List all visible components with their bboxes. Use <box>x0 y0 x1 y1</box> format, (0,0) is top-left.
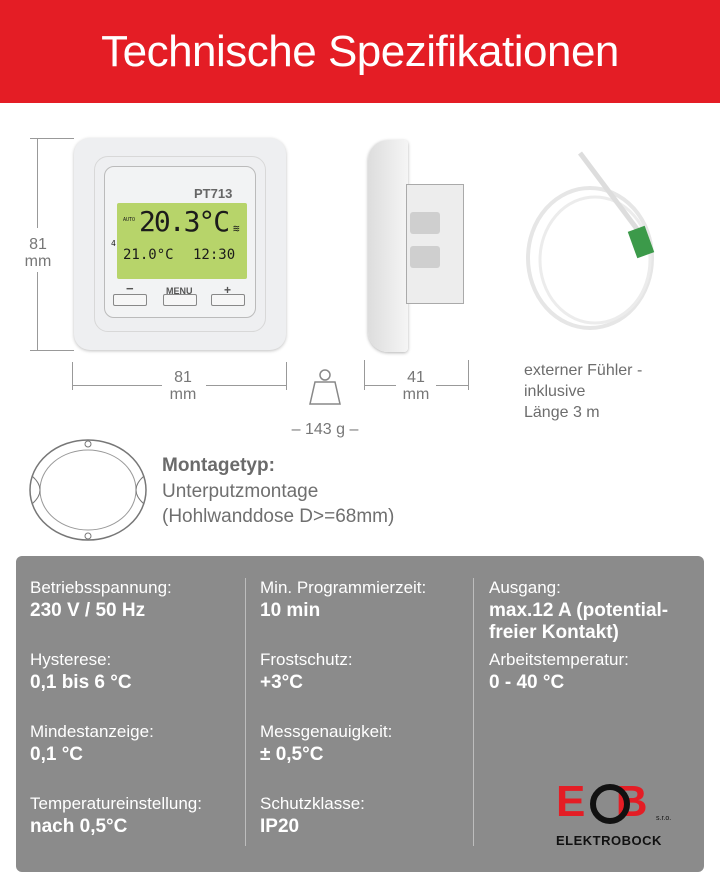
spec-value: 0,1 °C <box>30 744 84 765</box>
spec-value: IP20 <box>260 816 300 837</box>
side-body <box>406 184 464 304</box>
spec-value: 0,1 bis 6 °C <box>30 672 132 693</box>
terminal <box>410 212 440 234</box>
dimension-line <box>468 360 469 390</box>
spec-item: Messgenauigkeit: ± 0,5°C <box>260 722 470 766</box>
spec-item: Hysterese: 0,1 bis 6 °C <box>30 650 240 694</box>
spec-item: Mindestanzeige: 0,1 °C <box>30 722 240 766</box>
thermostat-front-image <box>74 138 286 350</box>
model-label: PT713 <box>194 186 233 201</box>
spec-value: 0 - 40 °C <box>489 672 565 693</box>
spec-label: Betriebsspannung: <box>30 578 172 597</box>
spec-item: Frostschutz: +3°C <box>260 650 470 694</box>
logo-name: ELEKTROBOCK <box>556 833 662 848</box>
spec-item: Arbeitstemperatur: 0 - 40 °C <box>489 650 689 694</box>
column-divider <box>245 578 246 846</box>
spec-label: Temperatureinstellung: <box>30 794 202 813</box>
spec-value: nach 0,5°C <box>30 816 128 837</box>
page-title: Technische Spezifikationen <box>101 26 619 76</box>
dimension-line <box>286 362 287 390</box>
dimension-line <box>206 385 286 386</box>
spec-item: Betriebsspannung: 230 V / 50 Hz <box>30 578 240 622</box>
dimension-line <box>72 385 162 386</box>
menu-button <box>163 294 197 306</box>
spec-item: Min. Programmierzeit: 10 min <box>260 578 470 622</box>
spec-item: Ausgang: max.12 A (potential-freier Konta… <box>489 578 689 644</box>
plus-label: + <box>224 283 232 297</box>
clock: 12:30 <box>193 247 236 263</box>
heating-icon: ≋ <box>233 222 240 235</box>
thermostat-side-image <box>368 140 408 352</box>
mounting-box-size: (Hohlwanddose D>=68mm) <box>162 506 395 527</box>
spec-label: Arbeitstemperatur: <box>489 650 629 669</box>
minus-button <box>113 294 147 306</box>
menu-label: MENU <box>166 286 193 296</box>
plus-button <box>211 294 245 306</box>
dimension-line <box>364 360 365 390</box>
spec-value: ± 0,5°C <box>260 744 324 765</box>
spec-label: Mindestanzeige: <box>30 722 154 741</box>
spec-label: Frostschutz: <box>260 650 353 669</box>
spec-value: +3°C <box>260 672 303 693</box>
sensor-cable-image <box>526 151 655 330</box>
specs-panel <box>16 556 704 872</box>
current-temperature: 20.3°C <box>139 205 230 238</box>
dimension-line <box>37 138 38 228</box>
spec-item: Schutzklasse: IP20 <box>260 794 470 838</box>
weight-icon <box>309 369 341 405</box>
column-divider <box>473 578 474 846</box>
dimension-line <box>37 272 38 350</box>
set-temperature: 21.0°C <box>123 247 174 263</box>
header-banner: Technische Spezifikationen <box>0 0 720 103</box>
spec-label: Min. Programmierzeit: <box>260 578 427 597</box>
elektrobock-logo: E B s.r.o. <box>556 777 672 826</box>
mounting-box-icon <box>29 439 147 541</box>
mounting-type: Unterputzmontage <box>162 481 319 502</box>
mounting-title: Montagetyp: <box>162 455 275 476</box>
minus-label: − <box>126 281 134 296</box>
dimension-line <box>72 362 73 390</box>
spec-label: Ausgang: <box>489 578 561 597</box>
mode-indicator: AUTO <box>123 217 136 223</box>
spec-label: Messgenauigkeit: <box>260 722 393 741</box>
spec-label: Hysterese: <box>30 650 112 669</box>
weight-label: – 143 g – <box>291 421 359 438</box>
terminal <box>410 246 440 268</box>
dimension-line <box>436 385 468 386</box>
spec-label: Schutzklasse: <box>260 794 365 813</box>
spec-value: 230 V / 50 Hz <box>30 600 146 621</box>
dimension-line <box>364 385 396 386</box>
lcd-display: AUTO 20.3°C ≋ 4 21.0°C 12:30 <box>111 203 247 279</box>
spec-value: max.12 A (potential-freier Kontakt) <box>489 600 669 643</box>
spec-item: Temperatureinstellung: nach 0,5°C <box>30 794 240 838</box>
dimension-line <box>30 350 74 351</box>
spec-value: 10 min <box>260 600 321 621</box>
dimension-line <box>30 138 74 139</box>
day-indicator: 4 <box>111 239 116 248</box>
